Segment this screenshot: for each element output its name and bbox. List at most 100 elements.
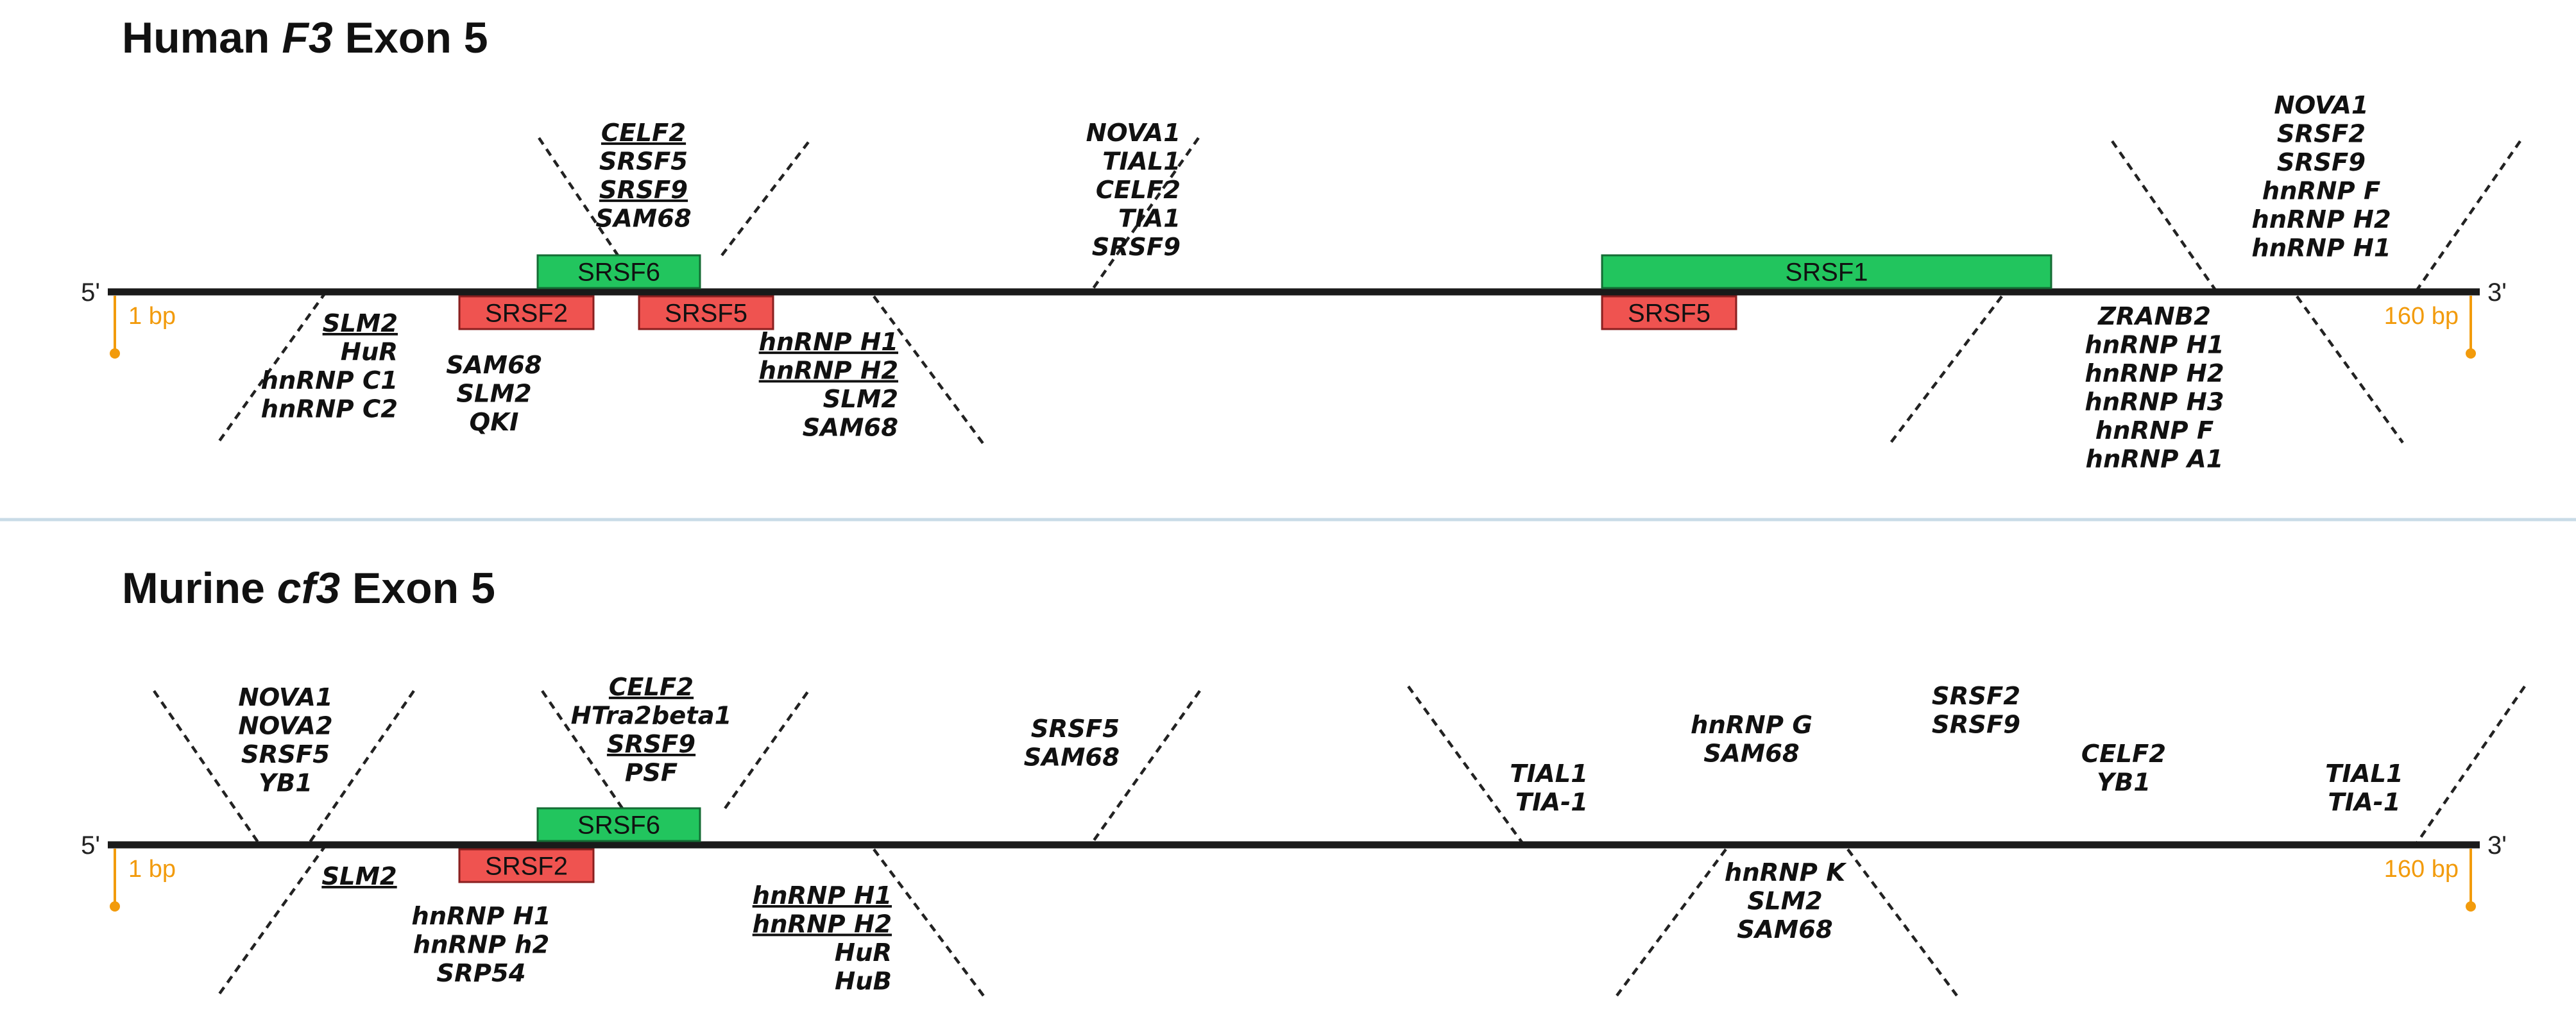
box-shape: [536, 807, 701, 842]
protein-label: SRSF9: [607, 730, 695, 759]
binding-site-guide: [1089, 690, 1201, 846]
bp-dot: [2466, 901, 2476, 912]
protein-label: hnRNP H1: [411, 902, 550, 931]
protein-label: HuR: [835, 938, 892, 967]
bp-dot: [110, 348, 120, 359]
silencer-box: SRSF2: [458, 848, 595, 883]
protein-label: SRSF9: [1092, 233, 1181, 262]
protein-label: TIA-1: [1515, 788, 1588, 817]
protein-label: NOVA1: [1086, 119, 1181, 148]
protein-label: SAM68: [1024, 743, 1120, 772]
protein-label: SLM2: [323, 309, 398, 338]
protein-label: SAM68: [446, 351, 542, 380]
protein-label: TIA-1: [2328, 788, 2400, 817]
protein-label: NOVA2: [238, 712, 332, 741]
protein-label: hnRNP H2: [753, 910, 892, 939]
protein-label: SRSF9: [599, 176, 688, 205]
binding-site-guide: [1616, 848, 1727, 997]
protein-label: TIAL1: [1102, 148, 1181, 176]
protein-label: CELF2: [601, 119, 686, 148]
binding-site-guide: [153, 690, 261, 846]
protein-label: SRSF9: [2277, 148, 2366, 177]
box-shape: [1601, 295, 1737, 330]
protein-label: hnRNP C2: [261, 395, 398, 424]
protein-label: ZRANB2: [2097, 302, 2211, 331]
protein-label: SLM2: [823, 385, 898, 414]
enhancer-box: SRSF1: [1601, 254, 2052, 289]
box-label: SRSF6: [577, 259, 660, 287]
binding-site-guide: [217, 291, 327, 444]
binding-site-guide: [307, 690, 415, 846]
protein-label: TIAL1: [1510, 760, 1588, 788]
bp-dot: [110, 901, 120, 912]
binding-site-guide: [2414, 685, 2526, 846]
silencer-box: SRSF5: [1601, 295, 1737, 330]
five-prime-label: 5': [81, 278, 100, 307]
protein-label: hnRNP h2: [413, 931, 550, 960]
protein-label: hnRNP G: [1691, 711, 1813, 740]
protein-label: SRSF9: [1932, 711, 2020, 740]
silencer-box: SRSF2: [458, 295, 595, 330]
protein-label: PSF: [625, 759, 678, 788]
box-label: SRSF2: [485, 853, 568, 881]
protein-label: HTra2beta1: [571, 702, 732, 731]
protein-label: CELF2: [1096, 176, 1181, 205]
start-bp-label: 1 bp: [128, 303, 176, 330]
binding-site-guide: [2414, 140, 2521, 293]
protein-label: SRSF5: [1031, 715, 1120, 743]
binding-site-guide: [538, 137, 619, 257]
protein-label: NOVA1: [238, 683, 332, 712]
protein-label: SRP54: [436, 959, 525, 988]
binding-site-guide: [873, 848, 986, 999]
binding-site-guide: [2296, 295, 2404, 444]
protein-label: hnRNP H2: [759, 357, 898, 386]
five-prime-label: 5': [81, 831, 100, 860]
bp-dot: [2466, 348, 2476, 359]
protein-label: YB1: [2097, 769, 2151, 797]
protein-label: TIAL1: [2325, 760, 2403, 788]
protein-label: hnRNP H1: [2251, 234, 2391, 263]
protein-label: NOVA1: [2274, 91, 2368, 120]
binding-site-guide: [1407, 685, 1525, 846]
box-shape: [458, 295, 595, 330]
end-bp-label: 160 bp: [2384, 303, 2459, 330]
protein-label: hnRNP F: [2095, 416, 2214, 445]
panel-title: Murine cf3 Exon 5: [122, 564, 495, 613]
box-shape: [638, 295, 774, 330]
protein-label: hnRNP K: [1725, 858, 1847, 887]
protein-label: hnRNP H3: [2085, 388, 2224, 417]
protein-label: hnRNP H1: [759, 328, 898, 357]
protein-label: hnRNP H1: [2085, 331, 2224, 360]
binding-site-guide: [217, 844, 327, 997]
protein-label: SAM68: [1703, 740, 1799, 769]
binding-site-guide: [2111, 140, 2218, 293]
end-bp-label: 160 bp: [2384, 856, 2459, 883]
protein-label: SRSF2: [2277, 120, 2366, 149]
protein-label: hnRNP H1: [753, 881, 892, 910]
three-prime-label: 3': [2487, 278, 2507, 307]
protein-label: YB1: [259, 769, 312, 798]
protein-label: SLM2: [456, 380, 531, 409]
protein-label: SLM2: [321, 862, 397, 891]
enhancer-box: SRSF6: [536, 807, 701, 842]
protein-label-group: SLM2: [321, 862, 397, 891]
protein-label: CELF2: [2081, 740, 2166, 769]
protein-label: SAM68: [595, 205, 691, 234]
box-shape: [536, 254, 701, 289]
protein-label: hnRNP H2: [2251, 205, 2391, 234]
box-label: SRSF5: [1628, 300, 1710, 328]
binding-site-guide: [721, 137, 813, 257]
